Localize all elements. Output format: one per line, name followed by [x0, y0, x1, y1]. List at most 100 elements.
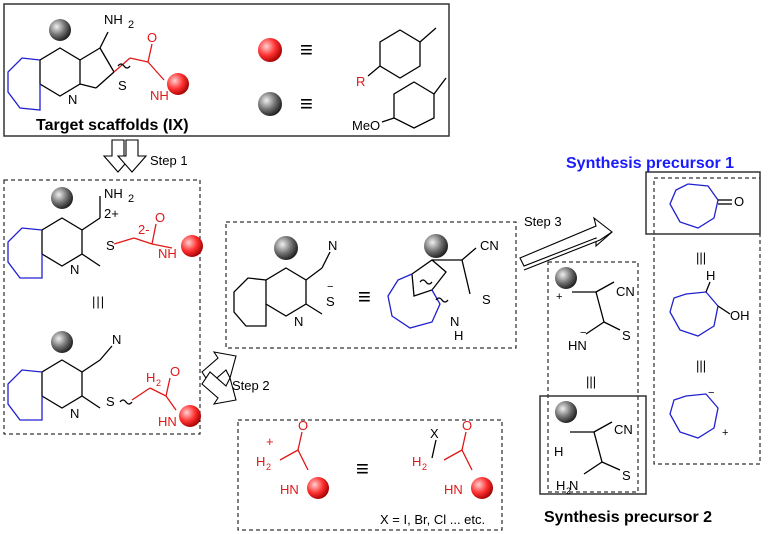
pyridine-n-label-2: N: [70, 262, 79, 277]
anion-charge: −: [580, 327, 586, 339]
s-alkylated-pyridine: [7, 345, 177, 421]
thioamide-subscript: 2: [566, 486, 571, 496]
pyridine-n-label-4: N: [294, 314, 303, 329]
equiv-sign-bottom: ≡: [356, 456, 369, 481]
step2-retro-arrow[interactable]: [201, 351, 237, 405]
halide-note: X = I, Br, Cl ... etc.: [380, 512, 485, 527]
amine-subscript-2: 2: [128, 193, 134, 205]
dicationic-intermediate: [7, 196, 173, 279]
step3-label: Step 3: [524, 214, 562, 229]
nitrile-n-label: N: [112, 332, 121, 347]
ring-nh-h-label: H: [454, 328, 463, 343]
nitrile-n-label-2: N: [328, 238, 337, 253]
pyridine-thiolate: [233, 251, 331, 327]
precursor1-column-box: [653, 177, 761, 465]
thioether-s-label: S: [106, 394, 115, 409]
disconnection-box: [3, 179, 201, 435]
aryl-sphere-icon: [49, 19, 71, 41]
amine-label-2: NH: [104, 186, 123, 201]
carbonyl-o-label: O: [147, 30, 157, 45]
thione-s-label-3: S: [622, 468, 631, 483]
halide-x-label: X: [430, 426, 439, 441]
amide-nh-label-2: NH: [158, 246, 177, 261]
cycloheptanone: [669, 183, 732, 229]
cyano-thioamide-precursor: [570, 421, 621, 475]
thiolate-box: [225, 221, 517, 349]
thione-s-label: S: [482, 292, 491, 307]
thiophene-s-label: S: [118, 78, 127, 93]
target-scaffold-box: [3, 3, 450, 137]
vinyl-h-label: H: [554, 444, 563, 459]
cationic-charge: +: [266, 434, 274, 449]
aryl-sphere-icon-7: [555, 401, 577, 423]
cationic-synthon: [572, 281, 621, 335]
equiv-vertical-1: |||: [92, 294, 105, 309]
amide-aryl-sphere-icon-2: [181, 235, 203, 257]
amide-aryl-sphere-icon-4: [307, 477, 329, 499]
acetamide-cation: [279, 431, 309, 471]
haloacetamide-hn-label: HN: [444, 482, 463, 497]
alkylating-agent-box: [237, 419, 503, 531]
thiolate-s-label: S: [106, 238, 115, 253]
aryl-sphere-icon-6: [555, 267, 577, 289]
cationic-ch2-label: H: [256, 454, 265, 469]
nitrile-cn-label-2: CN: [616, 284, 635, 299]
methylene-h-label: H: [146, 370, 155, 385]
aryl-sphere-icon-5: [424, 234, 448, 258]
synthesis-precursor-2-title: Synthesis precursor 2: [544, 509, 712, 526]
step3-retro-arrow[interactable]: [519, 216, 613, 271]
ring-anion-charge: −: [708, 387, 714, 399]
r-group-label: R: [356, 74, 365, 89]
amine-label: NH: [104, 12, 123, 27]
step1-label: Step 1: [150, 153, 188, 168]
enol-h-label: H: [706, 268, 715, 283]
red-sphere-legend-icon: [258, 38, 282, 62]
cycloheptenyl-zwitterion: [669, 393, 719, 439]
equiv-vertical-3: |||: [696, 250, 706, 265]
para-methoxyphenyl: [381, 77, 447, 129]
aryl-sphere-icon-4: [274, 236, 298, 260]
cycloheptenol: [669, 281, 731, 337]
precursor1-box: [645, 171, 761, 235]
haloacetamide-o-label: O: [462, 418, 472, 433]
amide-hn-label: HN: [158, 414, 177, 429]
methylene-subscript: 2: [156, 378, 161, 388]
amine-subscript: 2: [128, 19, 134, 31]
step2-label: Step 2: [232, 378, 270, 393]
cation-charge: +: [556, 291, 562, 303]
synthesis-precursor-1-title: Synthesis precursor 1: [566, 155, 734, 172]
cationic-ch2-sub: 2: [266, 462, 271, 472]
halo-ch2-sub: 2: [422, 462, 427, 472]
enol-oh-label: OH: [730, 308, 750, 323]
amide-nh-label: NH: [150, 88, 169, 103]
equiv-sign-red: ≡: [300, 37, 313, 62]
thiolate-charge: −: [327, 281, 333, 293]
dication-charge: 2+: [104, 206, 119, 221]
thiolate-s-label-2: S: [326, 294, 335, 309]
step1-retro-arrow[interactable]: [102, 139, 148, 173]
carbonyl-o-label-2: O: [155, 210, 165, 225]
acetamide-o-label: O: [298, 418, 308, 433]
dianion-charge: 2-: [138, 222, 150, 237]
equiv-vertical-2: |||: [586, 374, 596, 389]
ketone-o-label: O: [734, 194, 744, 209]
nitrile-cn-label-3: CN: [614, 422, 633, 437]
methoxy-label: MeO: [352, 118, 380, 133]
amide-aryl-sphere-icon: [167, 73, 189, 95]
target-scaffolds-title: Target scaffolds (IX): [36, 117, 189, 134]
thione-s-label-2: S: [622, 328, 631, 343]
equiv-sign-mid: ≡: [358, 284, 371, 309]
equiv-sign-gray: ≡: [300, 91, 313, 116]
thioamide-nh2-label: H N: [556, 478, 578, 493]
aryl-sphere-icon-3: [51, 331, 73, 353]
pyridine-n-label: N: [68, 92, 77, 107]
precursor2-box: [539, 395, 647, 495]
ring-nh-label: N: [450, 314, 459, 329]
synthon-box: [547, 261, 639, 493]
equiv-vertical-4: |||: [696, 358, 706, 373]
enethioamide: [387, 247, 477, 329]
target-molecule: [7, 31, 165, 111]
ring-cation-charge: +: [722, 427, 728, 439]
